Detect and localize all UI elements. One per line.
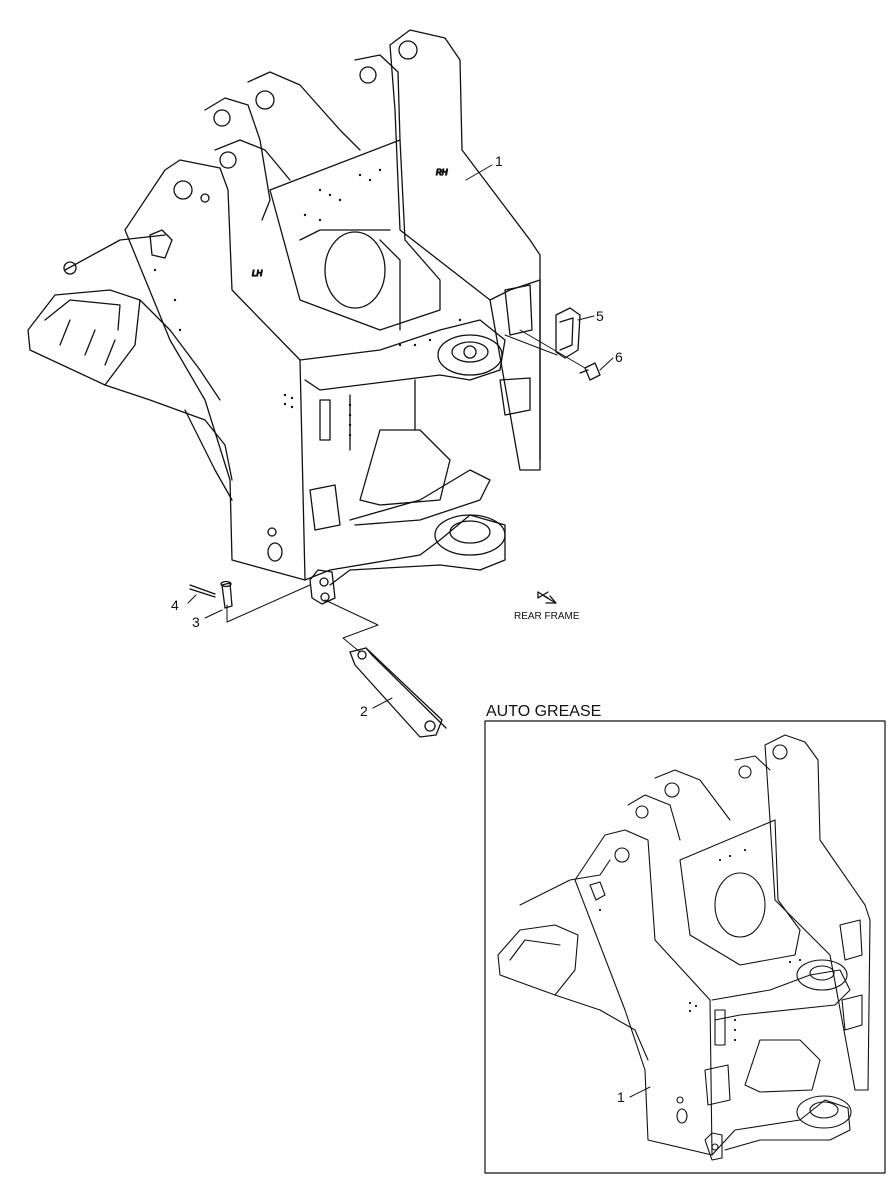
leader-lines: [187, 164, 614, 709]
callout-3: 3: [192, 614, 200, 630]
callout-5: 5: [596, 308, 604, 324]
callout-1: 1: [495, 153, 503, 169]
inset-box: [484, 720, 886, 1174]
inset-title: AUTO GREASE: [486, 703, 601, 720]
part-5-plate: [555, 307, 581, 359]
part-4-cotter-pin: [189, 584, 216, 598]
rear-frame-drawing: LH RH: [27, 29, 541, 605]
inset-callout-1: 1: [617, 1089, 625, 1105]
inset-frame-drawing: [497, 734, 871, 1161]
part-3-pin: [220, 580, 233, 609]
callout-2: 2: [360, 703, 368, 719]
direction-arrow-icon: [537, 591, 557, 604]
callout-6: 6: [615, 349, 623, 365]
callout-4: 4: [171, 597, 179, 613]
part-6-bolt: [579, 362, 601, 381]
inset-leader-line: [629, 1086, 651, 1098]
lh-label: LH: [252, 269, 262, 278]
assembly-lines: [226, 329, 586, 653]
rh-label: RH: [436, 168, 448, 177]
rear-frame-label: REAR FRAME: [514, 611, 580, 622]
part-2-link: [349, 647, 447, 738]
